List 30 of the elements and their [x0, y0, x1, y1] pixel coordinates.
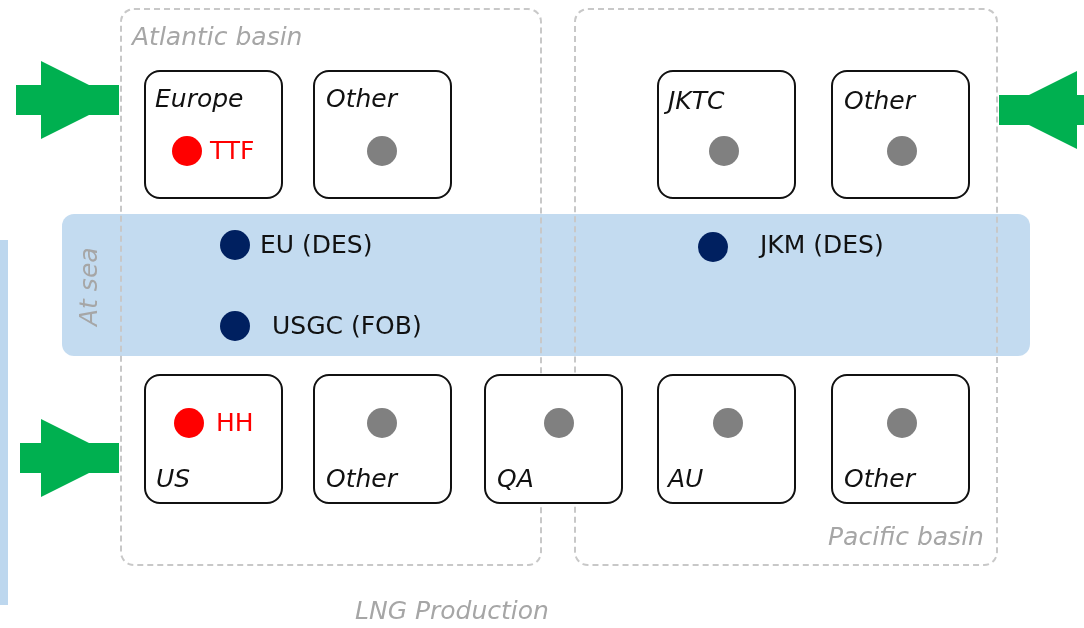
market-name: Other — [326, 84, 397, 114]
arrow — [20, 419, 119, 497]
caption-label: LNG Production — [355, 596, 549, 626]
market-name: QA — [497, 464, 534, 494]
market-box — [484, 374, 623, 504]
market-box — [831, 374, 970, 504]
market-box — [313, 374, 452, 504]
at-sea-band — [62, 214, 1030, 356]
arrow — [16, 61, 119, 139]
market-name: Other — [844, 464, 915, 494]
market-name: Europe — [155, 84, 244, 114]
arrow — [999, 71, 1084, 149]
price-label: TTF — [210, 136, 255, 166]
market-box — [831, 70, 970, 199]
region-title: At sea — [74, 247, 104, 326]
market-box — [657, 70, 796, 199]
market-box — [144, 374, 283, 504]
market-box — [657, 374, 796, 504]
market-box — [313, 70, 452, 199]
price-label: JKM (DES) — [760, 230, 884, 260]
price-label: USGC (FOB) — [272, 311, 422, 341]
market-name: Other — [844, 86, 915, 116]
market-name: Other — [326, 464, 397, 494]
market-name: US — [156, 464, 191, 494]
price-label: EU (DES) — [260, 230, 373, 260]
region-title: Atlantic basin — [132, 22, 303, 52]
region-title: Pacific basin — [828, 522, 984, 552]
market-name: AU — [668, 464, 704, 494]
market-box — [144, 70, 283, 199]
price-label: HH — [216, 408, 254, 438]
